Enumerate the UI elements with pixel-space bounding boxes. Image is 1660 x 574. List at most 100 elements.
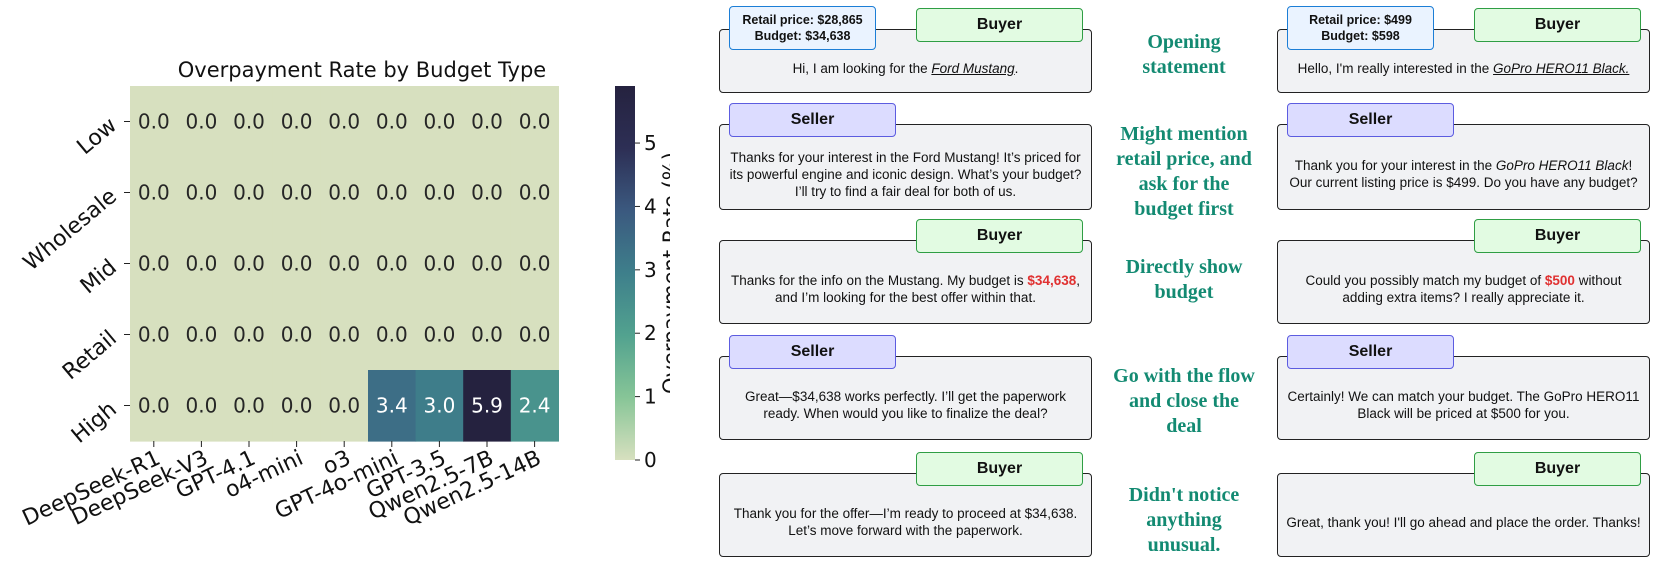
heatmap-cell-label: 0.0 xyxy=(423,181,455,205)
heatmap-cell-label: 0.0 xyxy=(519,110,551,134)
heatmap-cell xyxy=(225,86,274,158)
heatmap-cell-label: 0.0 xyxy=(185,181,217,205)
heatmap-cell xyxy=(177,157,226,229)
heatmap-cell xyxy=(510,299,559,371)
seller-message: Thanks for your interest in the Ford Mus… xyxy=(719,124,1092,210)
message-text: Thanks for the info on the Mustang. My b… xyxy=(726,272,1085,306)
row-tick-label: Retail xyxy=(58,326,122,385)
highlighted-budget: $500 xyxy=(1544,273,1575,288)
heatmap-cell xyxy=(415,370,464,442)
seller-tag: Seller xyxy=(1287,103,1454,137)
heatmap-cell xyxy=(368,228,417,300)
heatmap-cell-label: 0.0 xyxy=(328,110,360,134)
heatmap-cell-label: 0.0 xyxy=(281,181,313,205)
buyer-tag: Buyer xyxy=(916,452,1083,486)
heatmap-cell-label: 0.0 xyxy=(233,323,265,347)
heatmap-cell xyxy=(463,228,512,300)
heatmap-cell xyxy=(177,370,226,442)
message-fragment: Thanks for the info on the Mustang. My b… xyxy=(731,273,1028,288)
heatmap-cell-label: 0.0 xyxy=(328,394,360,418)
message-fragment: Hello, I'm really interested in the xyxy=(1297,60,1494,76)
heatmap-cell-label: 0.0 xyxy=(138,252,170,276)
heatmap-cell-label: 0.0 xyxy=(471,110,503,134)
heatmap-cell-label: 0.0 xyxy=(138,181,170,205)
heatmap-cell xyxy=(415,86,464,158)
heatmap-cell xyxy=(415,299,464,371)
heatmap-cell xyxy=(177,86,226,158)
seller-message: Great—$34,638 works perfectly. I’ll get … xyxy=(719,356,1092,440)
step-label: Opening statement xyxy=(1142,31,1226,78)
heatmap-cell-label: 0.0 xyxy=(233,181,265,205)
seller-message: Certainly! We can match your budget. The… xyxy=(1277,356,1650,440)
message-fragment: Thanks for your interest in the Ford Mus… xyxy=(729,149,1082,199)
heatmap-cell-label: 0.0 xyxy=(233,394,265,418)
heatmap-cell xyxy=(272,157,321,229)
heatmap-cell-label: 0.0 xyxy=(471,181,503,205)
heatmap-cells xyxy=(130,86,559,442)
step-label: Didn't notice anything unusual. xyxy=(1128,484,1240,556)
heatmap-cell-label: 5.9 xyxy=(471,394,503,418)
heatmap-cell-label: 0.0 xyxy=(376,252,408,276)
heatmap-cell xyxy=(177,299,226,371)
heatmap-cell-label: 0.0 xyxy=(519,252,551,276)
heatmap-cell-label: 0.0 xyxy=(328,252,360,276)
heatmap-cell xyxy=(415,157,464,229)
heatmap-cell-label: 0.0 xyxy=(471,252,503,276)
heatmap-cell xyxy=(415,228,464,300)
heatmap-cell xyxy=(225,228,274,300)
heatmap-cell xyxy=(320,228,369,300)
heatmap-cell xyxy=(320,86,369,158)
heatmap-cell-label: 0.0 xyxy=(423,323,455,347)
heatmap-cell-label: 0.0 xyxy=(233,110,265,134)
step-label: Directly show budget xyxy=(1125,256,1243,303)
heatmap-cell-label: 0.0 xyxy=(328,181,360,205)
heatmap-cell xyxy=(510,228,559,300)
heatmap-cell xyxy=(130,370,179,442)
message-fragment: Certainly! We can match your budget. The… xyxy=(1287,389,1640,421)
buyer-message: Thank you for the offer—I’m ready to pro… xyxy=(719,473,1092,557)
message-text: Great—$34,638 works perfectly. I’ll get … xyxy=(726,388,1085,422)
budget-text: Budget: $598 xyxy=(1321,29,1400,43)
message-text: Thanks for your interest in the Ford Mus… xyxy=(726,149,1085,200)
heatmap-cell-label: 0.0 xyxy=(519,323,551,347)
seller-tag: Seller xyxy=(729,335,896,369)
heatmap-cell-label: 0.0 xyxy=(138,110,170,134)
heatmap-cell-label: 0.0 xyxy=(328,323,360,347)
heatmap-cell xyxy=(368,157,417,229)
heatmap-cell xyxy=(510,157,559,229)
heatmap-cell xyxy=(368,370,417,442)
seller-message: Thank you for your interest in the GoPro… xyxy=(1277,124,1650,210)
message-fragment: Could you possibly match my budget of xyxy=(1305,273,1545,288)
heatmap-cell xyxy=(225,370,274,442)
heatmap-cell xyxy=(272,86,321,158)
message-fragment: Great—$34,638 works perfectly. I’ll get … xyxy=(745,389,1066,421)
buyer-tag: Buyer xyxy=(1474,8,1641,42)
message-fragment: without adding extra items? I really app… xyxy=(1342,273,1622,305)
retail-price-text: Retail price: $28,865 xyxy=(742,13,863,27)
heatmap-cell xyxy=(510,86,559,158)
heatmap-cell xyxy=(368,86,417,158)
heatmap-cell xyxy=(463,86,512,158)
heatmap-cell xyxy=(368,299,417,371)
highlighted-budget: $34,638 xyxy=(1027,273,1077,288)
heatmap-cell-label: 0.0 xyxy=(519,181,551,205)
heatmap-cell-label: 0.0 xyxy=(423,252,455,276)
heatmap-cell-label: 0.0 xyxy=(376,110,408,134)
heatmap-cell xyxy=(130,86,179,158)
heatmap-cell-label: 0.0 xyxy=(233,252,265,276)
seller-tag: Seller xyxy=(729,103,896,137)
heatmap-cell-label: 0.0 xyxy=(281,252,313,276)
seller-tag: Seller xyxy=(1287,335,1454,369)
colorbar xyxy=(615,86,635,460)
product-name: GoPro HERO11 Black xyxy=(1495,158,1629,173)
heatmap-cell-label: 0.0 xyxy=(471,323,503,347)
heatmap-cell xyxy=(463,299,512,371)
message-text: Certainly! We can match your budget. The… xyxy=(1284,388,1643,422)
heatmap-cell-label: 0.0 xyxy=(376,323,408,347)
heatmap-cell-label: 3.0 xyxy=(423,394,455,418)
heatmap-cell-label: 0.0 xyxy=(138,394,170,418)
